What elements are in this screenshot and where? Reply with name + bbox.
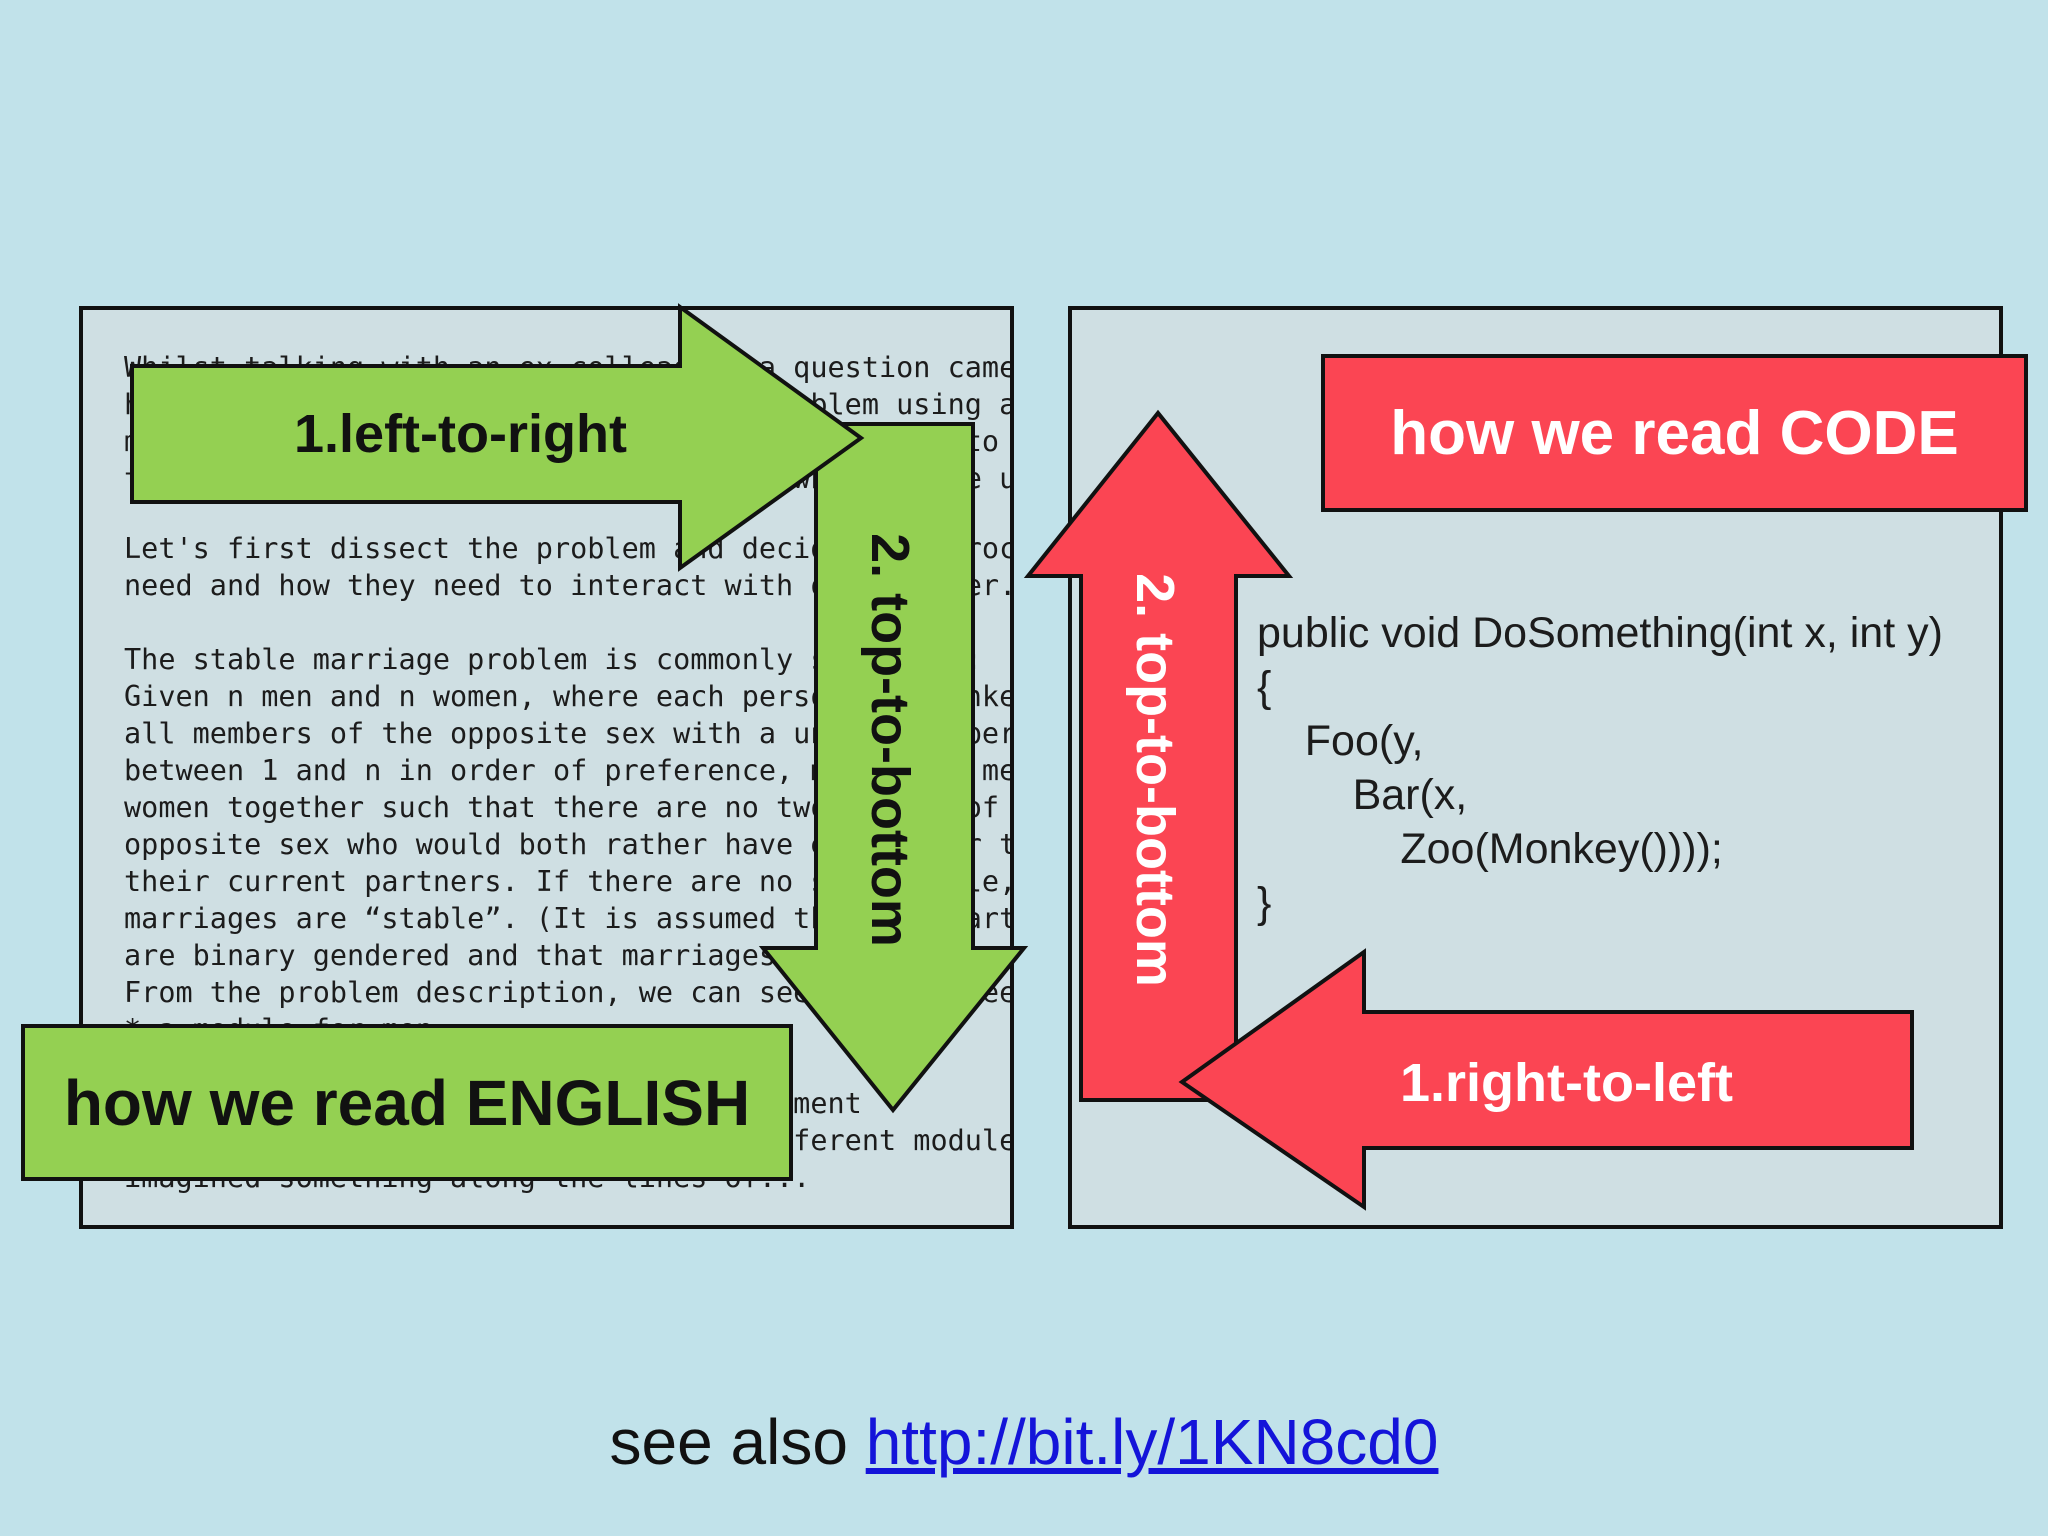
green-down-arrow bbox=[758, 422, 1029, 1114]
code-title: how we read CODE bbox=[1390, 398, 1959, 468]
footer-prefix: see also bbox=[609, 1406, 866, 1478]
left-to-right-label: 1.left-to-right bbox=[294, 404, 627, 464]
red-left-arrow bbox=[1178, 948, 1914, 1211]
right-to-left-label: 1.right-to-left bbox=[1400, 1053, 1733, 1113]
footer-link[interactable]: http://bit.ly/1KN8cd0 bbox=[865, 1406, 1439, 1478]
green-right-arrow bbox=[130, 303, 865, 572]
code-top-to-bottom-label: 2. top-to-bottom bbox=[1125, 573, 1185, 987]
english-top-to-bottom-label: 2. top-to-bottom bbox=[860, 533, 920, 947]
english-title-box: how we read ENGLISH bbox=[21, 1024, 793, 1181]
code-title-box: how we read CODE bbox=[1321, 354, 2028, 512]
red-up-arrow bbox=[1023, 409, 1294, 1102]
code-snippet: public void DoSomething(int x, int y) { … bbox=[1257, 609, 1943, 927]
english-title: how we read ENGLISH bbox=[63, 1066, 751, 1139]
footer: see also http://bit.ly/1KN8cd0 bbox=[0, 1405, 2048, 1479]
